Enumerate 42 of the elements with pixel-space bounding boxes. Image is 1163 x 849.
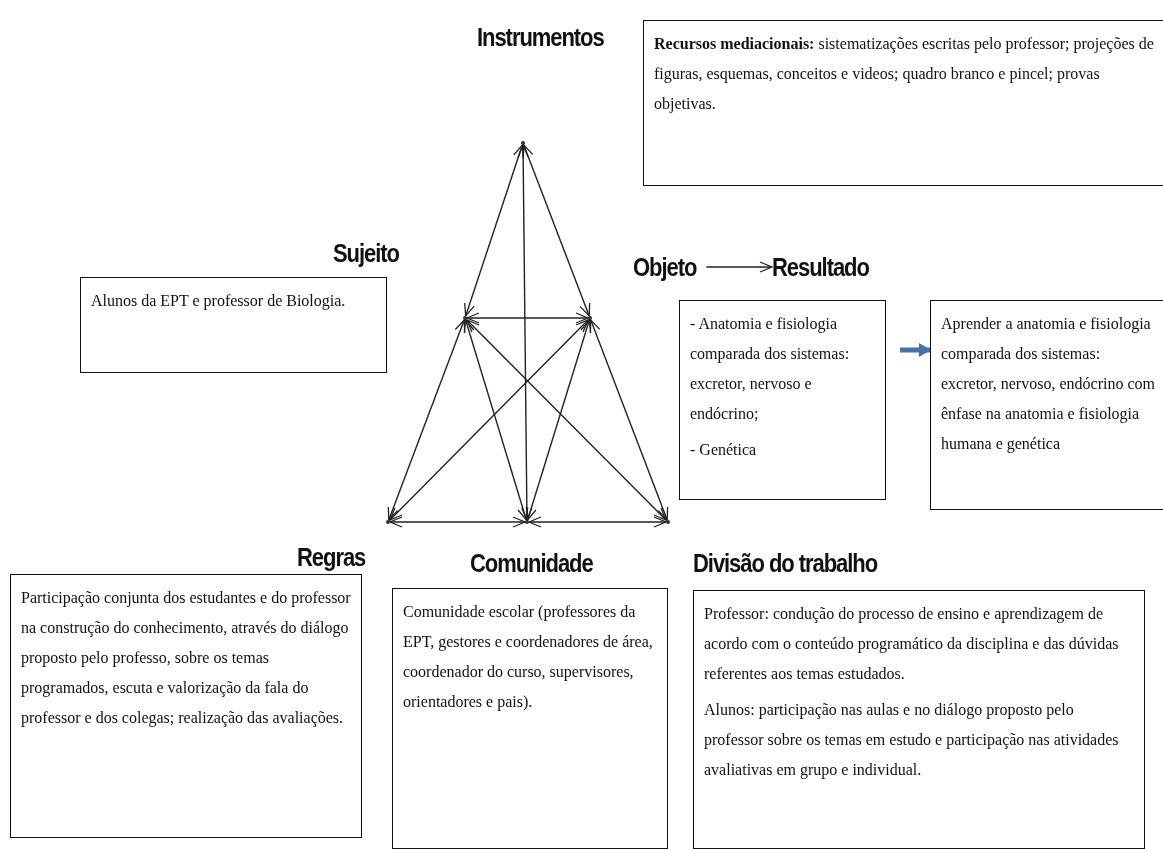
box-text: Aprender a anatomia e fisiologia comparada dos sistemas: excretor, nervoso, endócrino com ênfase na anatomia e fisiologia humana e genética — [941, 314, 1156, 455]
arrow — [900, 343, 931, 357]
heading: Instrumentos — [477, 22, 604, 52]
vertex-point — [525, 520, 529, 524]
text-box — [679, 300, 886, 500]
arrow — [389, 319, 589, 521]
text-box — [930, 300, 1163, 510]
box-text: Professor: condução do processo de ensino e aprendizagem de acordo com o conteúdo programático da disciplina e das dúvidas referentes aos temas estudados. — [704, 604, 1120, 684]
arrow — [522, 144, 591, 317]
box-text: Participação conjunta dos estudantes e do professor na construção do conhecimento, através do diálogo proposto pelo professo, sobre os temas programados, escuta e valorização da fala do professor e dos colegas; realização das avaliações. — [21, 588, 351, 729]
heading: Comunidade — [470, 548, 593, 578]
vertex-point — [666, 520, 670, 524]
arrow — [589, 319, 669, 521]
vertex-point — [521, 141, 525, 145]
box-text: - Anatomia e fisiologia comparada dos sistemas: excretor, nervoso e endócrino; — [690, 314, 851, 424]
text-box — [693, 590, 1145, 849]
arrow — [525, 319, 592, 521]
arrow — [463, 319, 529, 521]
text-box — [643, 20, 1163, 186]
arrow — [466, 319, 667, 521]
heading: Resultado — [772, 252, 869, 282]
arrow — [705, 261, 773, 273]
heading: Sujeito — [333, 238, 399, 268]
vertex-point — [463, 316, 467, 320]
arrow — [389, 516, 526, 528]
text-box — [10, 574, 362, 838]
vertex-point — [386, 520, 390, 524]
heading: Objeto — [633, 252, 697, 282]
box-text: - Genética — [690, 440, 758, 460]
arrow — [464, 144, 524, 317]
text-box — [392, 588, 668, 849]
box-text: Alunos da EPT e professor de Biologia. — [91, 291, 347, 312]
text-box — [80, 277, 387, 373]
arrow — [387, 319, 466, 521]
arrow — [528, 516, 667, 528]
vertex-point — [588, 316, 592, 320]
box-text: Recursos mediacionais: sistematizações escritas pelo professor; projeções de figuras, esquemas, conceitos e videos; quadro branco e pincel; provas objetivas. — [654, 34, 1155, 115]
heading: Divisão do trabalho — [693, 548, 878, 578]
box-text: Comunidade escolar (professores da EPT, gestores e coordenadores de área, coordenador do curso, supervisores, orientadores e pais). — [403, 602, 654, 713]
arrow — [466, 312, 589, 324]
box-text: Alunos: participação nas aulas e no diálogo proposto pelo professor sobre os temas em estudo e participação nas atividades avaliativas em grupo e individual. — [704, 700, 1120, 781]
heading: Regras — [297, 542, 366, 572]
